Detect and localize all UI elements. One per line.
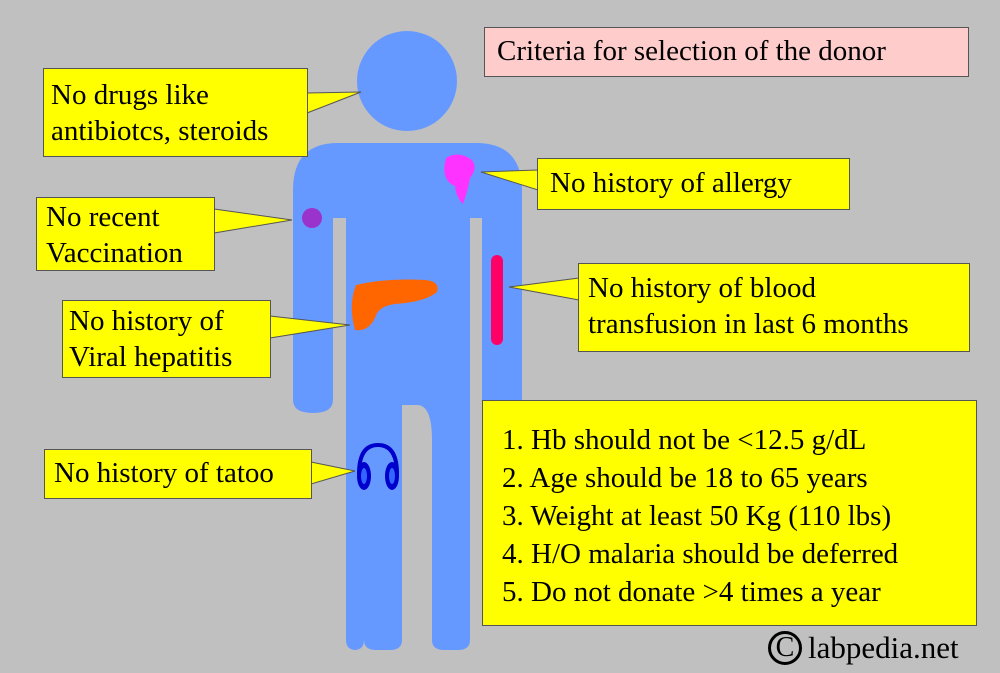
callout-tattoo: No history of tatoo (44, 449, 312, 499)
title-text: Criteria for selection of the donor (497, 35, 886, 67)
criteria-item: 5. Do not donate >4 times a year (502, 576, 881, 608)
site-credit: C labpedia.net (768, 628, 959, 668)
copyright-icon: C (768, 631, 802, 665)
callout-transfusion: No history of blood transfusion in last … (578, 263, 970, 352)
callout-hepatitis: No history of Viral hepatitis (62, 300, 271, 378)
vaccination-marker (302, 208, 322, 228)
callout-hepatitis-line-1: No history of (69, 305, 224, 337)
allergy-marker (444, 154, 475, 204)
drugs-pointer (306, 91, 362, 114)
callout-drugs: No drugs like antibiotcs, steroids (43, 68, 308, 157)
criteria-item: 3. Weight at least 50 Kg (110 lbs) (502, 500, 892, 532)
diagram-title: Criteria for selection of the donor (484, 27, 969, 77)
callout-hepatitis-line-2: Viral hepatitis (69, 341, 233, 373)
figure-body (293, 143, 522, 650)
vaccination-pointer (213, 208, 293, 234)
figure-head (357, 31, 457, 131)
criteria-item: 2. Age should be 18 to 65 years (502, 462, 868, 494)
criteria-item: 4. H/O malaria should be deferred (502, 538, 899, 570)
callout-drugs-line-1: No drugs like (51, 79, 209, 111)
human-silhouette (293, 31, 522, 650)
callout-transfusion-line-1: No history of blood (588, 272, 816, 304)
headphones-icon (357, 442, 399, 490)
callout-vaccination-line-2: Vaccination (46, 237, 183, 269)
criteria-item: 1. Hb should not be <12.5 g/dL (502, 424, 867, 456)
callout-drugs-line-2: antibiotcs, steroids (51, 115, 269, 147)
figure-left-leg (346, 380, 364, 650)
callout-vaccination-line-1: No recent (46, 201, 160, 233)
figure-right-leg (402, 380, 470, 650)
callout-tattoo-text: No history of tatoo (54, 457, 274, 489)
callout-allergy: No history of allergy (537, 158, 850, 210)
criteria-list: 1. Hb should not be <12.5 g/dL 2. Age sh… (482, 400, 977, 626)
credit-text: labpedia.net (808, 630, 959, 665)
callout-transfusion-line-2: transfusion in last 6 months (588, 308, 909, 340)
liver-icon (351, 279, 438, 331)
callout-vaccination: No recent Vaccination (36, 197, 215, 271)
transfusion-marker (491, 255, 503, 345)
callout-allergy-text: No history of allergy (550, 167, 792, 199)
